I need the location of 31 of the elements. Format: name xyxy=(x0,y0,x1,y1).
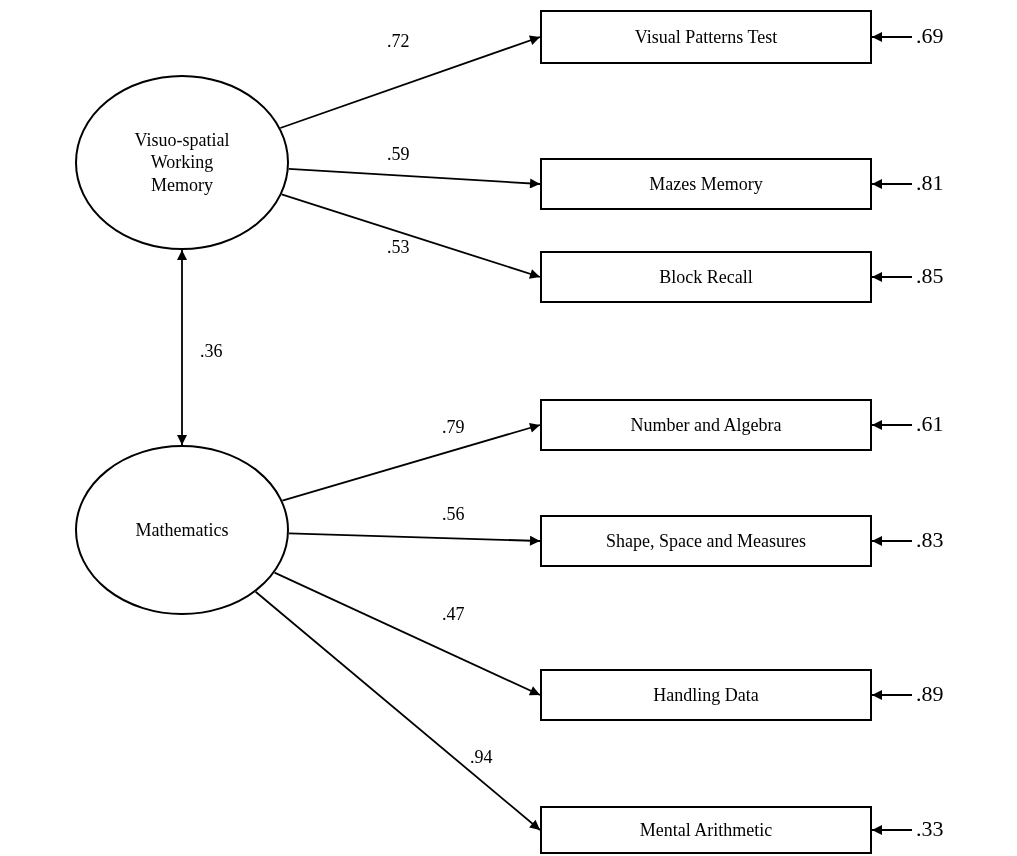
residual-arrow xyxy=(871,690,913,700)
residual-arrow xyxy=(871,272,913,282)
indicator-box xyxy=(540,806,872,854)
node-label: Visual Patterns Test xyxy=(634,25,778,49)
path-arrow xyxy=(279,35,541,129)
residual-arrow xyxy=(871,825,913,835)
indicator-box xyxy=(540,158,872,210)
node-label: Handling Data xyxy=(653,683,759,707)
node-label: Shape, Space and Measures xyxy=(606,529,806,553)
path-arrow xyxy=(254,590,541,831)
path-arrow xyxy=(177,249,187,446)
indicator-box xyxy=(540,399,872,451)
node-label: Number and Algebra xyxy=(630,413,782,437)
indicator-box xyxy=(540,515,872,567)
node-label: Mental Arithmetic xyxy=(639,818,773,842)
residual-arrow xyxy=(871,179,913,189)
residual-arrow xyxy=(871,420,913,430)
indicator-box xyxy=(540,251,872,303)
path-arrow xyxy=(281,423,541,502)
residual-arrow xyxy=(871,32,913,42)
path-arrow xyxy=(288,532,541,546)
node-label: Mathematics xyxy=(135,518,229,542)
indicator-box xyxy=(540,10,872,64)
path-arrow xyxy=(287,168,541,189)
path-arrow xyxy=(273,571,541,696)
node-label: Mazes Memory xyxy=(649,172,763,196)
indicator-box xyxy=(540,669,872,721)
path-arrow xyxy=(280,193,541,279)
residual-arrow xyxy=(871,536,913,546)
node-label: Block Recall xyxy=(659,265,753,289)
node-label: Visuo-spatial Working Memory xyxy=(133,128,231,197)
